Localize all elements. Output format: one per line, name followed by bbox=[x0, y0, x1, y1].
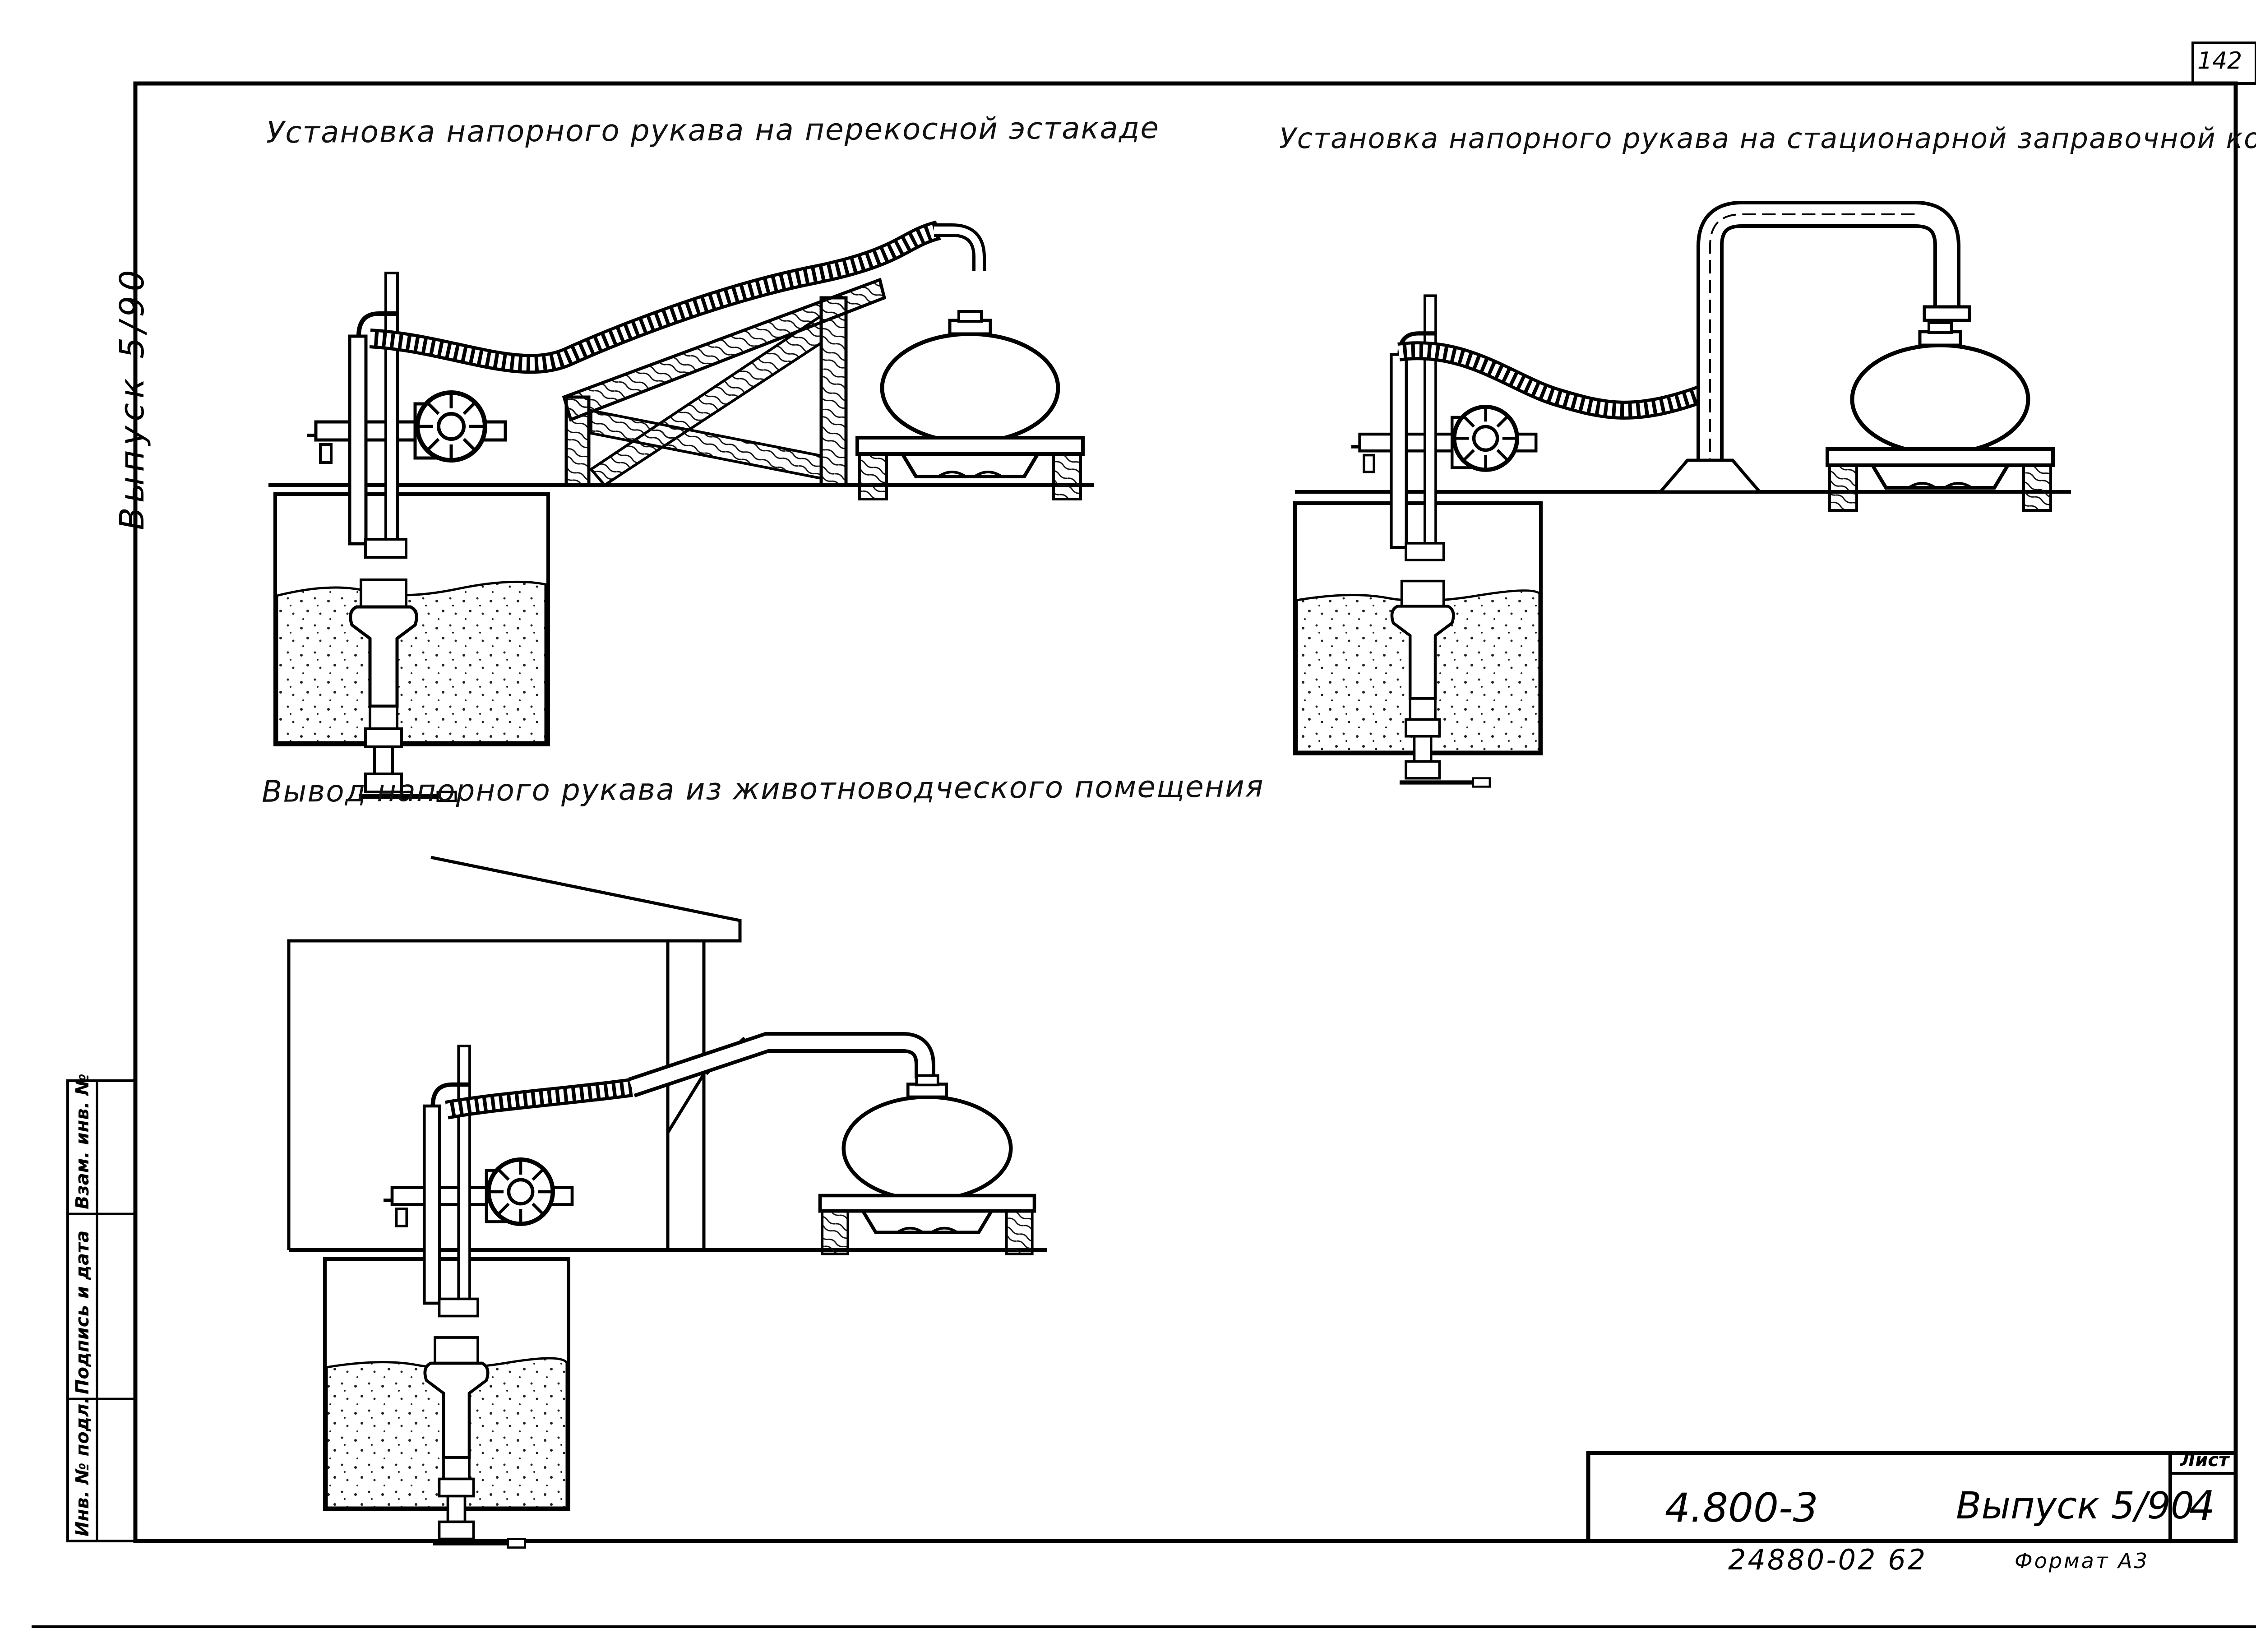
sheet-label: Лист bbox=[2180, 1450, 2229, 1471]
stamp-signature-date: Подпись и дата bbox=[72, 1230, 93, 1394]
station-tank bbox=[1827, 323, 2053, 510]
left-stamp bbox=[66, 1079, 137, 1542]
ramp-scene bbox=[268, 220, 1094, 801]
title-block bbox=[1586, 1451, 2238, 1543]
station-scene bbox=[1293, 201, 2071, 787]
building-tank bbox=[820, 1076, 1035, 1254]
doc-code: 4.800-3 bbox=[1665, 1485, 1818, 1531]
stamp-replacement: Взам. инв. № bbox=[72, 1074, 93, 1209]
stamp-inventory: Инв. № подл. bbox=[72, 1397, 93, 1536]
doc-issue: Выпуск 5/90 bbox=[1956, 1485, 2194, 1527]
sheet-frame bbox=[32, 42, 2256, 1628]
side-issue-label: Выпуск 5/90 bbox=[113, 265, 152, 530]
sheet-number: 4 bbox=[2189, 1482, 2215, 1530]
building-scene bbox=[287, 856, 1047, 1548]
title-ramp: Установка напорного рукава на перекосной… bbox=[266, 110, 1160, 150]
ramp-tank bbox=[857, 311, 1083, 499]
paper-format: Формат А3 bbox=[2015, 1549, 2149, 1573]
ramp-trestle bbox=[562, 278, 887, 487]
title-station: Установка напорного рукава на стационарн… bbox=[1279, 122, 2256, 155]
page-number: 142 bbox=[2197, 47, 2242, 74]
title-building: Вывод напорного рукава из животноводческ… bbox=[261, 769, 1264, 809]
building-hose bbox=[445, 1078, 633, 1120]
filling-column bbox=[1657, 201, 1971, 494]
inventory-number: 24880-02 62 bbox=[1728, 1543, 1928, 1576]
